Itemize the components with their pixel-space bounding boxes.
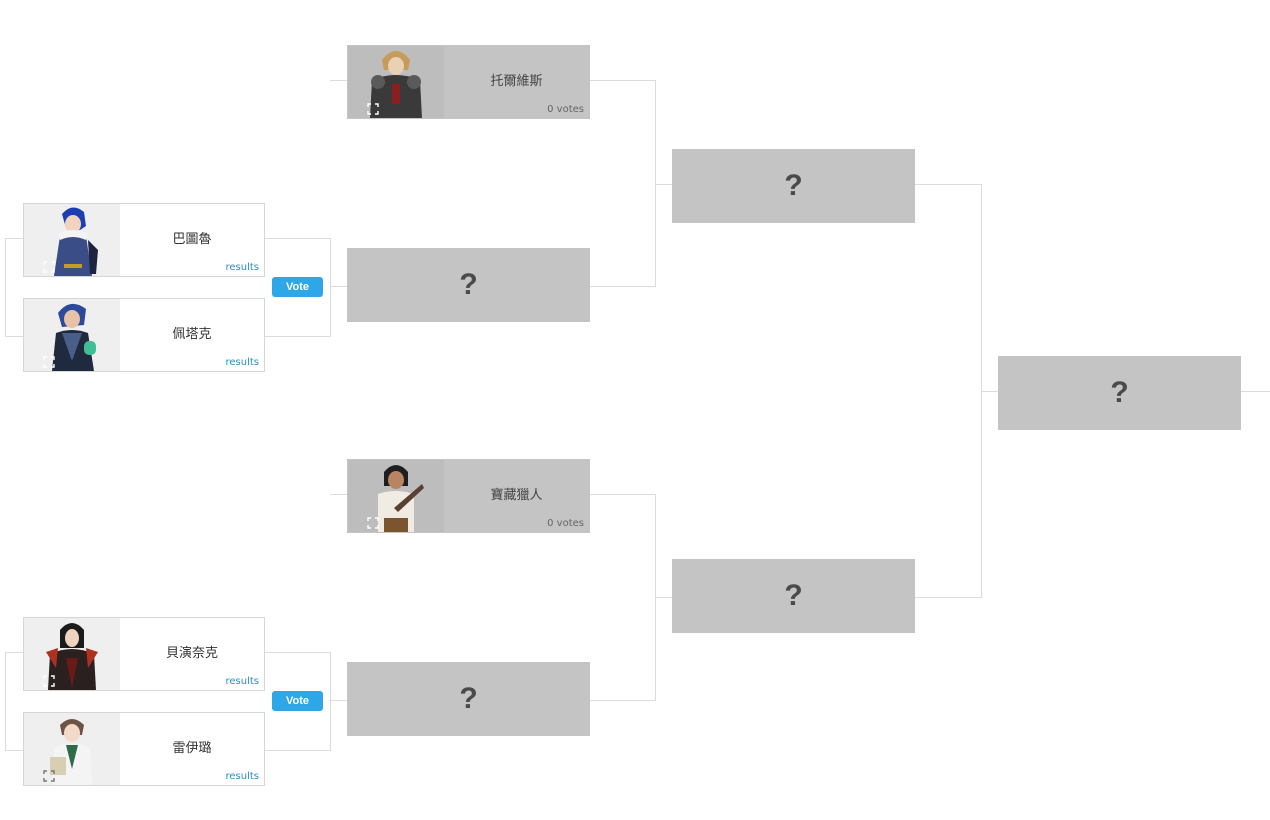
contestant-card[interactable]: 托爾維斯 0 votes bbox=[347, 45, 590, 119]
contestant-portrait[interactable] bbox=[24, 618, 120, 690]
connector bbox=[589, 80, 655, 81]
expand-icon[interactable] bbox=[27, 770, 55, 782]
connector bbox=[330, 80, 347, 81]
vote-count: 0 votes bbox=[547, 104, 584, 115]
contestant-portrait[interactable] bbox=[24, 713, 120, 785]
contestant-card[interactable]: 寶藏獵人 0 votes bbox=[347, 459, 590, 533]
connector bbox=[5, 238, 23, 239]
connector bbox=[330, 286, 347, 287]
connector bbox=[1240, 391, 1270, 392]
contestant-card[interactable]: 巴圖魯 results bbox=[23, 203, 265, 277]
results-link[interactable]: results bbox=[225, 262, 259, 273]
results-link[interactable]: results bbox=[225, 771, 259, 782]
connector bbox=[264, 336, 331, 337]
contestant-card[interactable]: 佩塔克 results bbox=[23, 298, 265, 372]
connector bbox=[330, 494, 347, 495]
connector bbox=[655, 184, 672, 185]
connector bbox=[981, 391, 998, 392]
contestant-card[interactable]: 雷伊璐 results bbox=[23, 712, 265, 786]
connector bbox=[264, 750, 331, 751]
contestant-portrait[interactable] bbox=[24, 204, 120, 276]
expand-icon[interactable] bbox=[27, 356, 55, 368]
connector bbox=[5, 652, 6, 751]
contestant-name: 佩塔克 bbox=[172, 327, 212, 342]
expand-icon[interactable] bbox=[27, 261, 55, 273]
connector bbox=[5, 750, 23, 751]
contestant-portrait[interactable] bbox=[348, 46, 444, 118]
expand-icon[interactable] bbox=[351, 517, 379, 529]
contestant-name: 托爾維斯 bbox=[490, 74, 543, 89]
contestant-name: 寶藏獵人 bbox=[490, 488, 543, 503]
connector bbox=[915, 184, 981, 185]
vote-button[interactable]: Vote bbox=[272, 691, 323, 711]
results-link[interactable]: results bbox=[225, 676, 259, 687]
connector bbox=[655, 597, 672, 598]
contestant-name: 貝演奈克 bbox=[165, 646, 218, 661]
connector bbox=[330, 238, 331, 337]
connector bbox=[589, 286, 656, 287]
connector bbox=[5, 652, 23, 653]
expand-icon[interactable] bbox=[351, 103, 379, 115]
contestant-name: 雷伊璐 bbox=[172, 741, 212, 756]
final-winner: ? bbox=[998, 356, 1241, 430]
connector bbox=[5, 238, 6, 337]
unknown-winner: ? bbox=[672, 149, 915, 223]
vote-button[interactable]: Vote bbox=[272, 277, 323, 297]
unknown-winner: ? bbox=[672, 559, 915, 633]
contestant-card[interactable]: 貝演奈克 results bbox=[23, 617, 265, 691]
connector bbox=[330, 652, 331, 751]
expand-icon[interactable] bbox=[27, 675, 55, 687]
connector bbox=[589, 494, 655, 495]
connector bbox=[915, 597, 982, 598]
unknown-winner: ? bbox=[347, 248, 590, 322]
vote-count: 0 votes bbox=[547, 518, 584, 529]
contestant-portrait[interactable] bbox=[348, 460, 444, 532]
results-link[interactable]: results bbox=[225, 357, 259, 368]
contestant-portrait[interactable] bbox=[24, 299, 120, 371]
connector bbox=[589, 700, 656, 701]
connector bbox=[264, 652, 330, 653]
connector bbox=[5, 336, 23, 337]
contestant-name: 巴圖魯 bbox=[172, 232, 212, 247]
unknown-winner: ? bbox=[347, 662, 590, 736]
connector bbox=[655, 80, 656, 287]
connector bbox=[330, 700, 347, 701]
connector bbox=[264, 238, 330, 239]
